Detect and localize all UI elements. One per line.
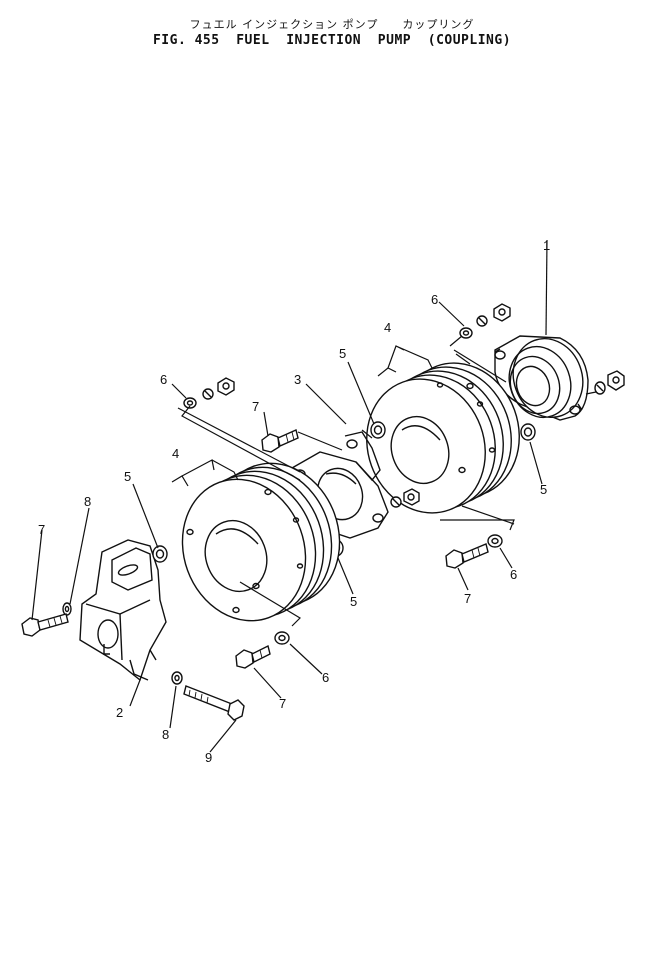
bolt-7-left — [21, 613, 69, 637]
drive-hub-bracket — [79, 539, 167, 682]
bolt-7-lower — [235, 644, 271, 669]
pump-flange-hub — [494, 335, 589, 421]
nut-washer-set-right — [594, 370, 625, 395]
callout-6-left: 6 — [160, 372, 167, 387]
disc-pack-upper — [366, 362, 520, 514]
bolt-head-5-left — [152, 545, 168, 563]
bolt-9-long — [183, 685, 245, 721]
callout-3: 3 — [294, 372, 301, 387]
callout-5-right: 5 — [540, 482, 547, 497]
figure-title: FIG. 455 FUEL INJECTION PUMP (COUPLING) — [152, 33, 512, 48]
bolt-7-upper — [261, 429, 299, 453]
callout-1: 1 — [543, 238, 550, 253]
figure-title-japanese: フュエル インジェクション ポンプ カップリング — [189, 18, 475, 31]
callout-6-top: 6 — [431, 292, 438, 307]
leader-lines — [31, 239, 548, 753]
callout-5-center: 5 — [350, 594, 357, 609]
callout-5-left: 5 — [124, 469, 131, 484]
callout-7-left: 7 — [38, 522, 45, 537]
washer-6-lower — [274, 631, 290, 645]
callout-8-upper: 8 — [84, 494, 91, 509]
callout-4-upper: 4 — [384, 320, 391, 335]
assembly-centerlines — [177, 335, 597, 627]
callout-2: 2 — [116, 705, 123, 720]
washer-8-lower — [171, 671, 183, 685]
nut-washer-set-center — [390, 488, 420, 508]
callout-4-lower: 4 — [172, 446, 179, 461]
callout-6-lower: 6 — [322, 670, 329, 685]
callout-labels: 1 2 3 4 4 5 5 5 5 6 6 6 6 7 7 7 7 8 8 9 — [38, 238, 550, 765]
callout-7-upper: 7 — [252, 399, 259, 414]
bolt-head-5-top — [370, 421, 386, 439]
callout-6-right: 6 — [510, 567, 517, 582]
callout-7-lower: 7 — [279, 696, 286, 711]
washer-8-upper — [62, 602, 72, 616]
callout-8-lower: 8 — [162, 727, 169, 742]
callout-5-top: 5 — [339, 346, 346, 361]
nut-washer-set-left — [183, 377, 235, 409]
callout-9: 9 — [205, 750, 212, 765]
bolt-head-5-right — [520, 423, 536, 441]
bolt-7-right — [445, 543, 489, 569]
washer-6-right — [487, 534, 503, 548]
disc-pack-lower — [181, 462, 341, 622]
nut-washer-set-top — [459, 303, 511, 339]
callout-7-right: 7 — [464, 591, 471, 606]
